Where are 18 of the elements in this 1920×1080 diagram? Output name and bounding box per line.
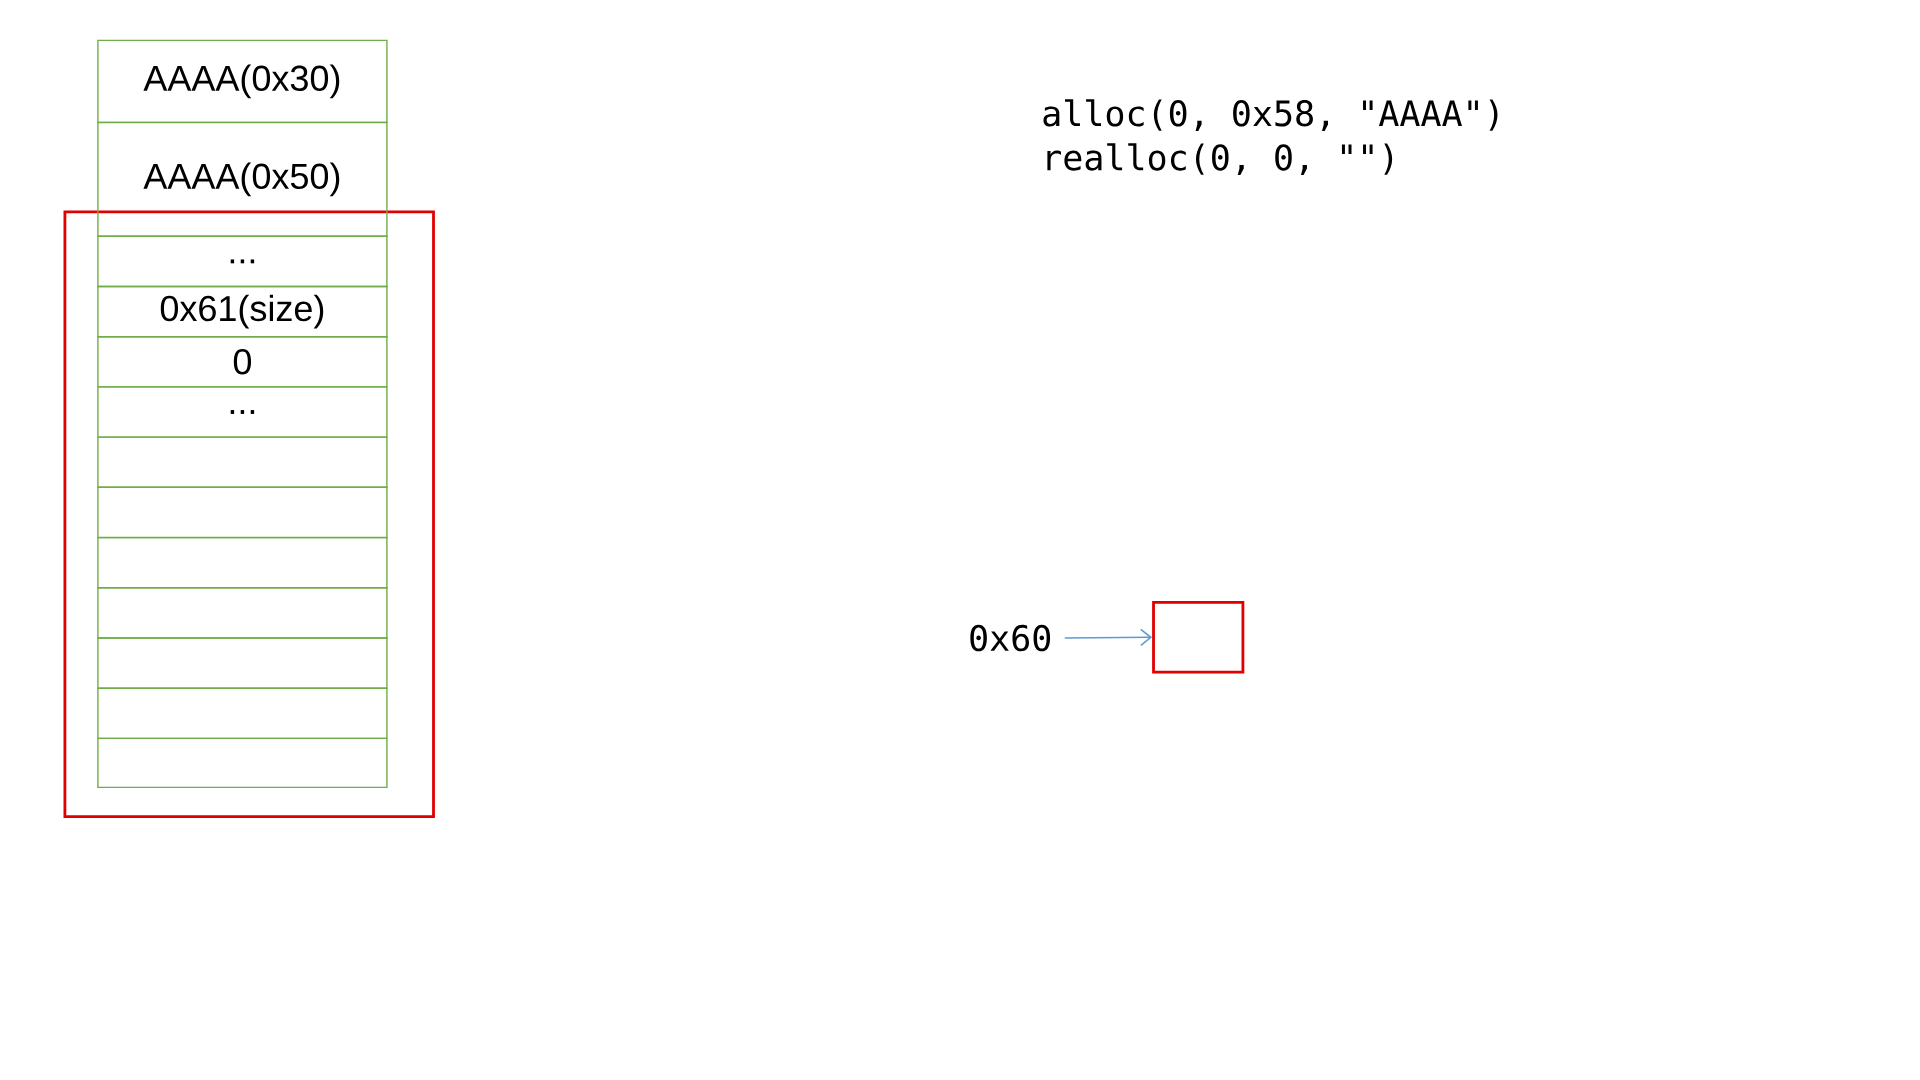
empty-memory-cell — [97, 637, 388, 689]
code-line: alloc(0, 0x58, "AAAA") — [1043, 99, 1498, 131]
empty-memory-cell — [97, 687, 388, 740]
empty-memory-cell — [97, 587, 388, 639]
memory-cell: 0 — [97, 336, 388, 388]
arrow — [1063, 628, 1153, 647]
memory-cell: ... — [97, 235, 388, 288]
empty-memory-cell — [97, 436, 388, 488]
memory-cell: 0x61(size) — [97, 285, 388, 338]
memory-cell: ... — [97, 386, 388, 438]
empty-memory-cell — [97, 486, 388, 539]
size-label: 0x60 — [970, 624, 1051, 652]
empty-memory-cell — [97, 536, 388, 589]
code-line: realloc(0, 0, "") — [1047, 143, 1393, 176]
chunk-box — [1152, 601, 1245, 674]
empty-memory-cell — [97, 737, 388, 789]
memory-cell: AAAA(0x30) — [97, 39, 388, 124]
memory-cell: AAAA(0x50) — [97, 121, 388, 237]
